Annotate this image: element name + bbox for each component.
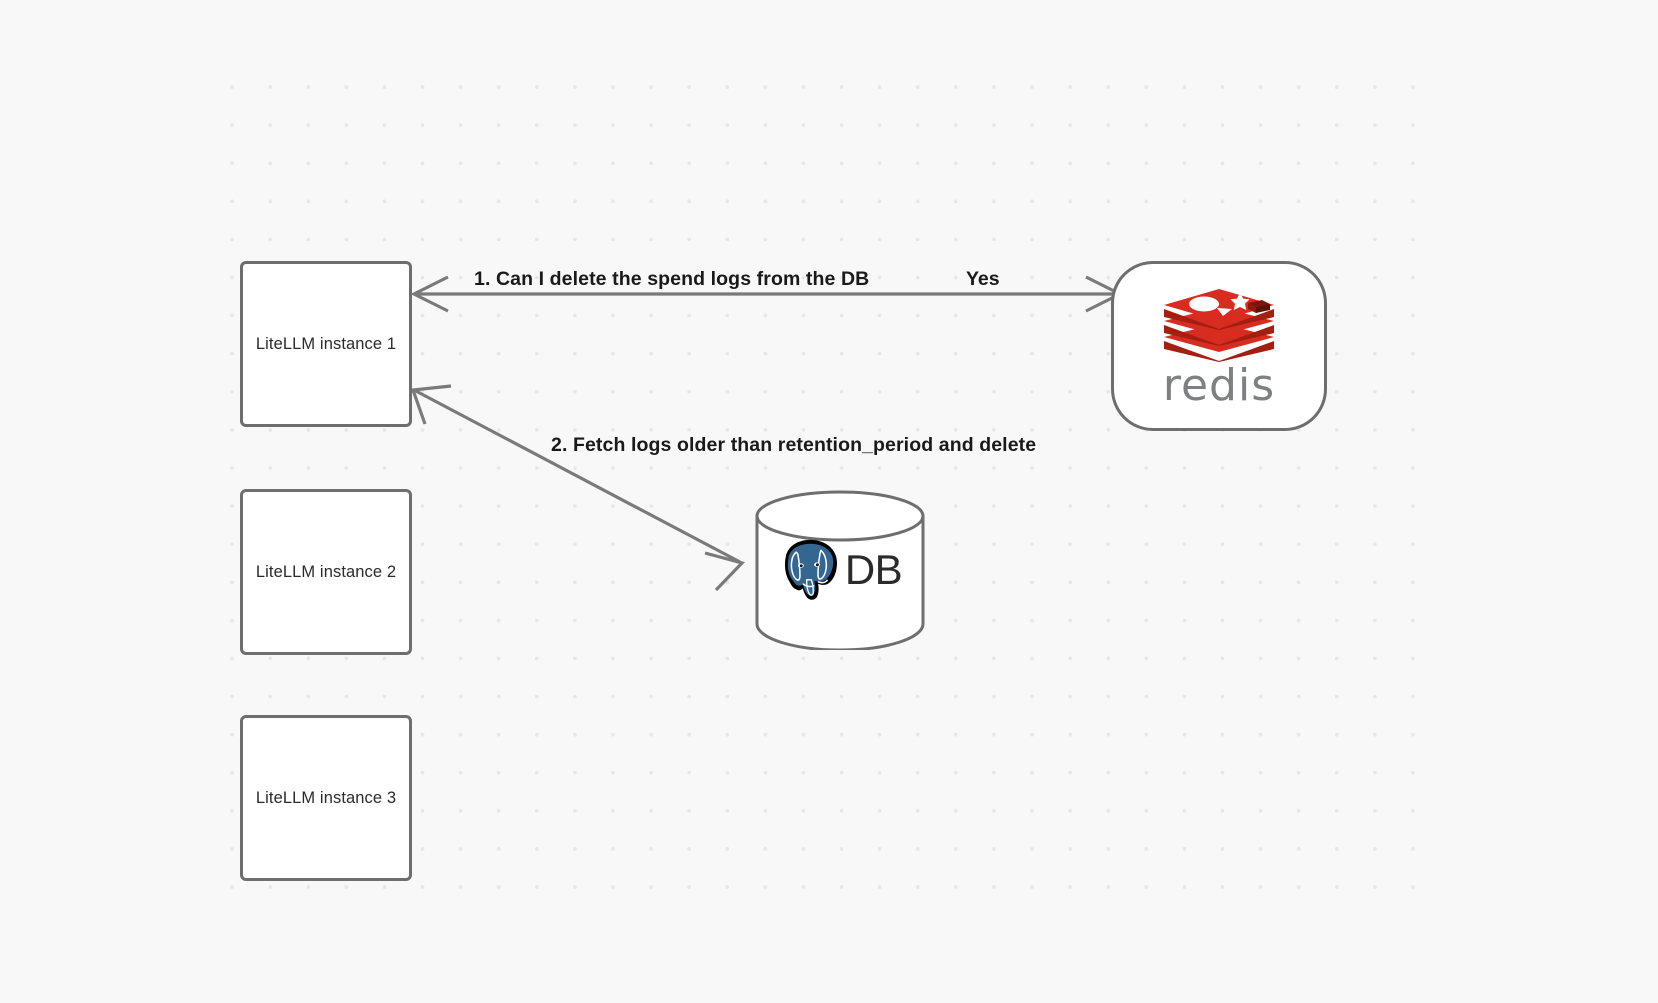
node-label: LiteLLM instance 3 (255, 788, 397, 807)
edge-label-yes: Yes (966, 268, 1000, 290)
node-database[interactable]: DB (754, 490, 926, 652)
node-litellm-instance-1[interactable]: LiteLLM instance 1 (240, 261, 412, 427)
redis-wordmark: redis (1162, 360, 1276, 412)
edge-label-step-1: 1. Can I delete the spend logs from the … (474, 268, 870, 290)
edge-db-fetch (410, 384, 746, 592)
node-litellm-instance-2[interactable]: LiteLLM instance 2 (240, 489, 412, 655)
node-label: LiteLLM instance 2 (255, 562, 397, 581)
redis-stack-icon (1164, 289, 1274, 363)
redis-logo-wrap: redis (1160, 285, 1278, 407)
node-redis[interactable]: redis (1111, 261, 1327, 431)
node-litellm-instance-3[interactable]: LiteLLM instance 3 (240, 715, 412, 881)
node-label: LiteLLM instance 1 (255, 334, 397, 353)
edge-label-step-2: 2. Fetch logs older than retention_perio… (551, 434, 1037, 456)
cylinder-shape (755, 490, 925, 652)
